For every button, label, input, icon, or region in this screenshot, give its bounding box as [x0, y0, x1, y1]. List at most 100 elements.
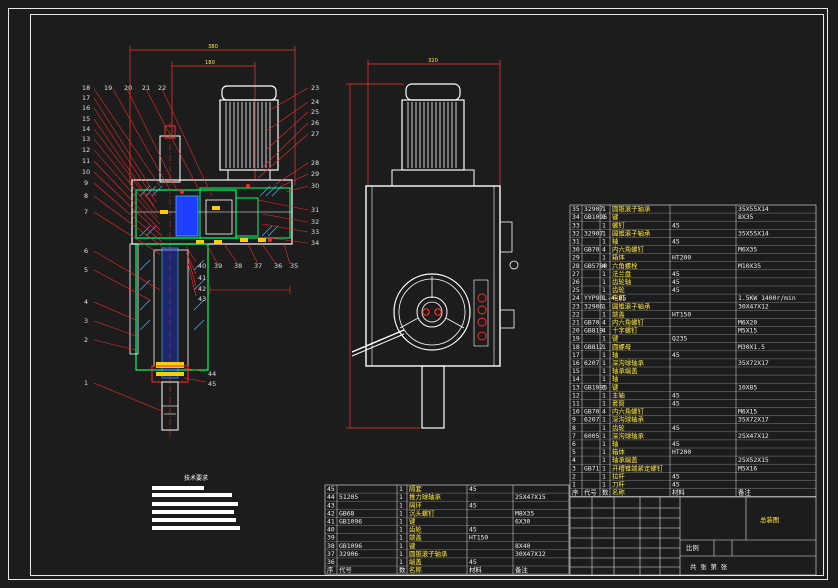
bom-cell: 1 [399, 501, 403, 509]
bom-header-cell: 代号 [584, 488, 597, 497]
bom-cell: 深沟球轴承 [612, 415, 645, 424]
callouts-right: 23 24 25 26 27 28 29 30 31 32 33 34 35 [290, 84, 319, 270]
bom-cell: 43 [327, 501, 335, 509]
bom-cell: 16 [572, 359, 580, 367]
bom-cell: 深沟球轴承 [612, 358, 645, 367]
bom-cell: 轴 [612, 374, 618, 383]
bom-cell: 1 [602, 229, 606, 237]
bom-cell: 1 [399, 485, 403, 493]
bom-cell: 15 [572, 367, 580, 375]
bom-cell: 1 [602, 205, 606, 213]
bom-cell: 45 [469, 558, 477, 566]
bom-cell: 35X55X14 [738, 229, 769, 237]
bom-cell: 1.5KW 1400r/min [738, 294, 796, 302]
callout-42: 42 [198, 285, 206, 293]
bom-cell: 1 [602, 432, 606, 440]
lower-column [421, 365, 445, 429]
leader-lines-bottom [183, 243, 277, 383]
bom-cell: 1 [602, 359, 606, 367]
bom-cell: 21 [572, 319, 580, 327]
sleeve-column [129, 243, 209, 383]
bom-cell: 32907 [584, 229, 603, 237]
callout-1: 1 [84, 379, 88, 387]
bom-cell: GB1096 [584, 383, 607, 391]
bom-cell: 1 [602, 278, 606, 286]
bom-cell: 45 [672, 400, 680, 408]
bom-cell: 轴承端盖 [612, 366, 638, 375]
bom-cell: 30 [572, 246, 580, 254]
bom-cell: 32906 [584, 302, 603, 310]
bom-cell: 隔套 [409, 484, 422, 493]
bom-cell: 20 [572, 327, 580, 335]
bom-cell: 4 [602, 262, 606, 270]
bom-cell: GB5780 [584, 262, 607, 270]
callout-17: 17 [82, 94, 90, 102]
bom-header-cell: 序 [327, 565, 334, 574]
bom-cell: HT150 [672, 310, 691, 318]
callout-31: 31 [311, 206, 319, 214]
bom-cell: 7 [572, 432, 576, 440]
dim-inner-width: 180 [205, 60, 215, 66]
callout-16: 16 [82, 104, 90, 112]
bom-cell: 4 [572, 456, 576, 464]
bom-cell: Q235 [672, 335, 688, 343]
bom-cell: 1 [399, 518, 403, 526]
callout-36: 36 [274, 262, 282, 270]
bom-header-cell: 数 [602, 488, 609, 497]
callout-19: 19 [104, 84, 112, 92]
bom-cell: 45 [469, 526, 477, 534]
front-view: 320 [346, 58, 519, 429]
bom-cell: M30X1.5 [738, 343, 765, 351]
bom-cell: 25X47X15 [515, 493, 546, 501]
bom-cell: 42 [327, 509, 335, 517]
bom-cell: GB70 [584, 319, 600, 327]
bom-cell: 45 [469, 501, 477, 509]
bom-cell: 25 [572, 286, 580, 294]
title-block [569, 496, 817, 576]
bom-cell: 法兰盘 [612, 269, 632, 278]
bom-cell: GB71 [584, 464, 600, 472]
bom-cell: 8X40 [515, 542, 531, 550]
bom-cell: 键 [409, 541, 416, 550]
dim-overall-width: 380 [208, 44, 218, 50]
bom-cell: HT200 [672, 448, 691, 456]
bom-cell: 内六角螺钉 [612, 318, 645, 327]
bom-cell: 1 [602, 456, 606, 464]
drawing-border-inner [30, 14, 824, 576]
bom-cell: 1 [602, 302, 606, 310]
bom-cell: 隔环 [409, 500, 422, 509]
callout-20: 20 [124, 84, 132, 92]
bom-cell: 1 [399, 542, 403, 550]
bom-cell: 1 [602, 375, 606, 383]
callouts-bottom: 40 41 42 43 39 38 37 36 44 45 [198, 262, 282, 388]
dim-front-width: 320 [428, 58, 438, 64]
callout-33: 33 [311, 228, 319, 236]
sheet-label: 共 张 第 张 [690, 562, 728, 571]
callout-6: 6 [84, 247, 88, 255]
bom-cell: 45 [327, 485, 335, 493]
bom-cell: 轴 [612, 237, 618, 246]
callout-40: 40 [198, 262, 206, 270]
callout-35: 35 [290, 262, 298, 270]
bom-cell: 34 [572, 213, 580, 221]
bom-cell: 轴 [612, 350, 618, 359]
bom-cell: 19 [572, 335, 580, 343]
upper-spindle [159, 122, 181, 440]
bom-cell: 35X72X17 [738, 416, 769, 424]
gear-housing [131, 179, 293, 245]
bom-cell: 圆锥滚子轴承 [612, 228, 651, 237]
bom-cell: 1 [602, 391, 606, 399]
bom-cell: 13 [572, 383, 580, 391]
bom-cell: 1 [602, 424, 606, 432]
callout-21: 21 [142, 84, 150, 92]
bom-cell: 5 [572, 448, 576, 456]
bom-cell: 1 [399, 493, 403, 501]
callout-4: 4 [84, 298, 88, 306]
bom-header-cell: 备注 [515, 565, 528, 574]
section-view: 380 180 [82, 44, 319, 440]
bom-cell: 30X47X12 [738, 302, 769, 310]
bom-cell: 圆锥滚子轴承 [612, 301, 651, 310]
bom-header-cell: 名称 [612, 488, 625, 497]
bom-cell: M8X35 [515, 509, 534, 517]
